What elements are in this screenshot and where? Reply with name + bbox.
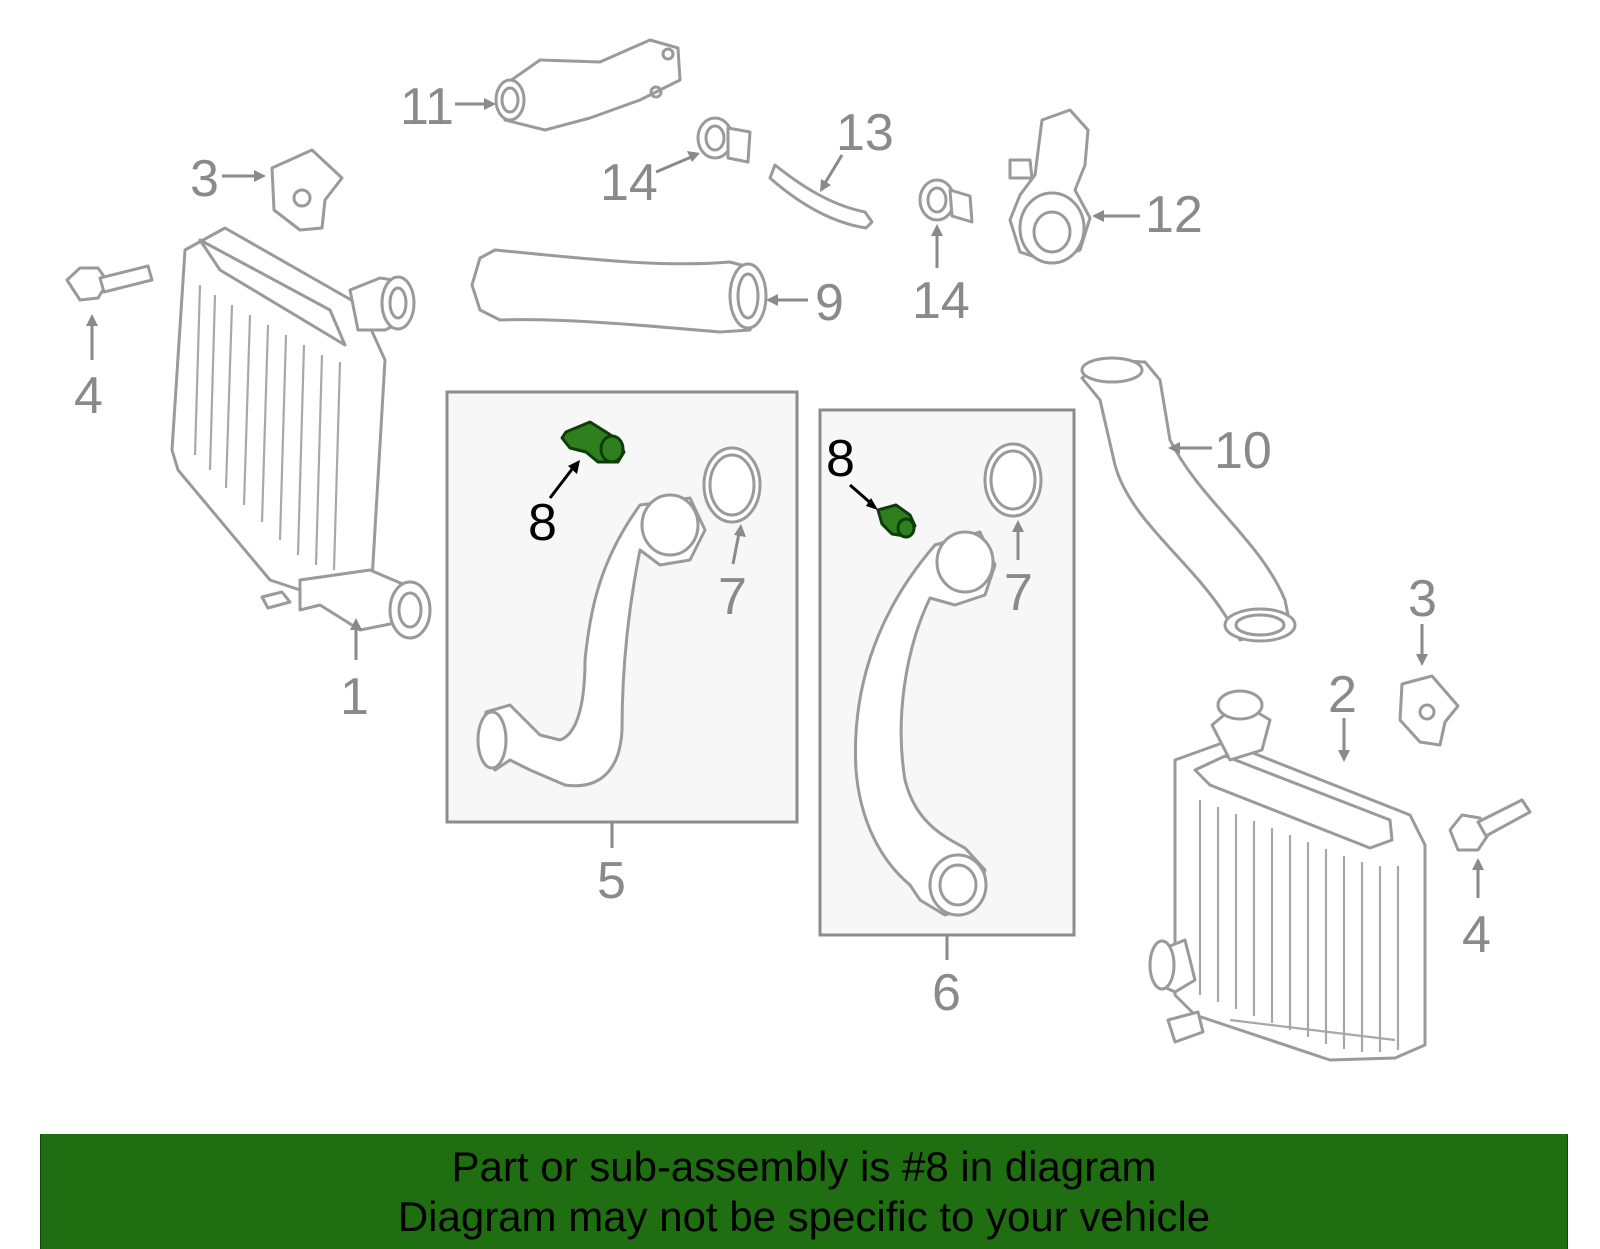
clamp-icon	[696, 116, 752, 164]
banner-line-2: Diagram may not be specific to your vehi…	[397, 1193, 1211, 1240]
callout-1: 1	[340, 668, 369, 726]
callout-12: 12	[1145, 186, 1203, 244]
callout-9: 9	[815, 274, 844, 332]
callout-3: 3	[190, 150, 219, 208]
fitting-8-icon[interactable]	[876, 503, 917, 539]
hose-icon	[768, 163, 874, 230]
intercooler-right-icon	[1148, 689, 1427, 1062]
hose-icon	[1080, 358, 1292, 642]
fitting-8-icon[interactable]	[560, 420, 626, 464]
callout-10: 10	[1214, 422, 1272, 480]
callout-3: 3	[1408, 570, 1437, 628]
callout-7: 7	[1004, 564, 1033, 622]
callout-6: 6	[932, 964, 961, 1022]
seal-ring-icon	[983, 442, 1043, 518]
thermostat-housing-icon	[1008, 108, 1092, 265]
hose-icon	[494, 38, 682, 132]
clamp-icon	[918, 178, 974, 224]
banner-line-1: Part or sub-assembly is #8 in diagram	[451, 1143, 1157, 1190]
callout-11: 11	[400, 78, 454, 136]
callout-14: 14	[600, 154, 658, 212]
callout-7: 7	[718, 568, 747, 626]
callout-4: 4	[74, 367, 103, 425]
callout-5: 5	[597, 852, 626, 910]
callout-4: 4	[1462, 906, 1491, 964]
callout-2: 2	[1328, 666, 1357, 724]
parts-diagram: 11 3 4 1 14 13 14 12 9 10 8 8 7 7 5 6 2 …	[65, 38, 1532, 1062]
callout-13: 13	[836, 104, 894, 162]
callout-8: 8	[826, 430, 855, 488]
hose-icon	[470, 248, 762, 334]
bracket-icon	[1398, 674, 1460, 747]
bolt-icon	[1448, 798, 1532, 852]
seal-ring-icon	[702, 446, 762, 524]
callout-14: 14	[912, 272, 970, 330]
callout-8: 8	[528, 494, 557, 552]
intercooler-left-icon	[170, 226, 432, 640]
info-banner: Part or sub-assembly is #8 in diagram Di…	[40, 1134, 1568, 1249]
bolt-icon	[65, 264, 154, 302]
hose-icon	[478, 496, 707, 788]
